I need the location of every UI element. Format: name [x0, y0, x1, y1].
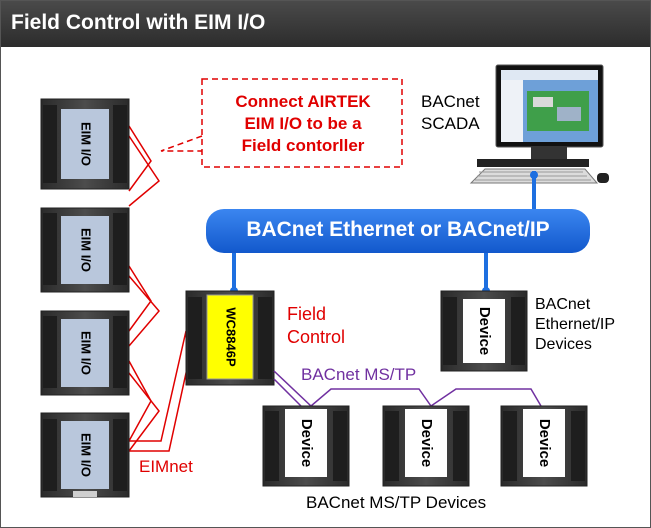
callout-box — [160, 78, 403, 168]
mstp-device-1-label: Device — [298, 419, 315, 467]
ethernet-device-label: Device — [476, 307, 493, 355]
eim-module-4-label: EIM I/O — [79, 433, 94, 477]
callout-line-2: EIM I/O to be a — [244, 114, 362, 133]
wc8846p-label: WC8846P — [224, 307, 239, 367]
eim-module-2-label: EIM I/O — [79, 228, 94, 272]
network-label: BACnet Ethernet or BACnet/IP — [246, 218, 550, 241]
ethernet-devices-line-1: BACnet — [535, 296, 591, 313]
ethernet-device-module — [440, 290, 528, 372]
field-control-line-1: Field — [287, 304, 327, 324]
eimnet-wire — [128, 360, 152, 442]
diagram-title: Field Control with EIM I/O — [11, 11, 266, 34]
bacnet-ethernet-bus — [206, 209, 590, 253]
field-control-label: Field Control — [287, 303, 345, 349]
eim-module-3-label: EIM I/O — [79, 331, 94, 375]
eimnet-wire — [128, 372, 160, 452]
mstp-device-2-label: Device — [418, 419, 435, 467]
mstp-bus-label: BACnet MS/TP — [301, 365, 417, 384]
scada-label-line-1: BACnet — [421, 92, 480, 111]
eim-module-4 — [40, 412, 130, 498]
eim-module-3 — [40, 310, 130, 396]
eimnet-wire — [129, 330, 187, 442]
eimnet-wiring — [128, 125, 194, 452]
mstp-device-3-label: Device — [536, 419, 553, 467]
callout-line-1: Connect AIRTEK — [235, 92, 371, 111]
eim-module-2 — [40, 207, 130, 293]
mstp-device-module-2 — [382, 405, 470, 487]
eim-module-1 — [40, 98, 130, 190]
ethernet-devices-label: BACnet Ethernet/IP Devices — [535, 295, 615, 355]
mstp-device-module-3 — [500, 405, 588, 487]
header-bar: Field Control with EIM I/O — [1, 1, 650, 47]
scada-label: BACnet SCADA — [421, 91, 480, 135]
callout-text: Connect AIRTEK EIM I/O to be a Field con… — [215, 91, 391, 157]
wc8846p-module — [185, 290, 275, 386]
eimnet-wire — [129, 340, 194, 452]
ethernet-devices-line-3: Devices — [535, 336, 592, 353]
eim-module-1-label: EIM I/O — [79, 122, 94, 166]
mstp-device-module-1 — [262, 405, 350, 487]
ethernet-devices-line-2: Ethernet/IP — [535, 316, 616, 333]
eimnet-wire — [128, 275, 160, 347]
field-control-line-2: Control — [287, 327, 346, 347]
eimnet-wire — [128, 125, 152, 192]
eimnet-label: EIMnet — [139, 457, 193, 476]
mstp-devices-label: BACnet MS/TP Devices — [306, 493, 487, 512]
scada-label-line-2: SCADA — [421, 114, 480, 133]
scada-computer-icon — [469, 64, 609, 184]
eimnet-wire — [128, 135, 160, 207]
callout-line-3: Field contorller — [241, 136, 365, 155]
